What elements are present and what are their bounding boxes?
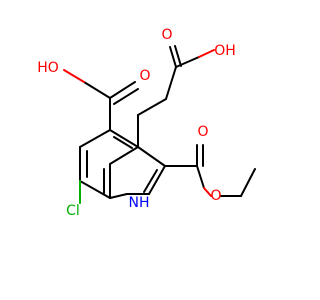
bond-chain-2 [137,98,167,116]
bond-ethyl-2 [240,168,256,197]
bond-left-carboxyl-3 [109,81,136,99]
bond-benzene-inner-3 [113,136,133,149]
bond-top-carboxyl-double [174,45,182,67]
label-top-oh: OH [214,43,236,59]
bond-benzene-2 [79,180,111,199]
label-left-o: O [139,68,150,84]
bond-benzene-6 [79,129,111,148]
label-cl: Cl [66,203,80,219]
bond-benzene-5 [109,129,139,148]
bond-pyrrole-1 [137,146,166,167]
label-top-o: O [161,27,172,43]
bond-pyrrole-4 [109,193,128,199]
molecule-canvas: HO O O OH O O NH Cl [37,27,256,219]
bond-top-carboxyl-oh-red [198,49,215,58]
label-left-ho: HO [37,60,59,76]
bond-top-carboxyl-c [169,46,177,68]
bond-pyrrole-2-inner [143,169,158,193]
bond-ester-2 [196,165,205,189]
label-nh: NH [129,195,150,211]
bond-pyrrole-2 [148,165,166,195]
bond-left-carboxyl-oh [63,69,85,83]
bond-chain-3 [165,66,177,100]
bond-ester-o-red [203,187,212,197]
bond-left-carboxyl-double [113,88,139,105]
molecule-structure: HO O O OH O O NH Cl [37,27,256,219]
label-ester-o: O [210,188,221,204]
label-ester-carbonyl-o: O [197,124,208,140]
bond-benzene-4 [109,146,139,165]
bond-left-carboxyl-2 [83,81,111,99]
